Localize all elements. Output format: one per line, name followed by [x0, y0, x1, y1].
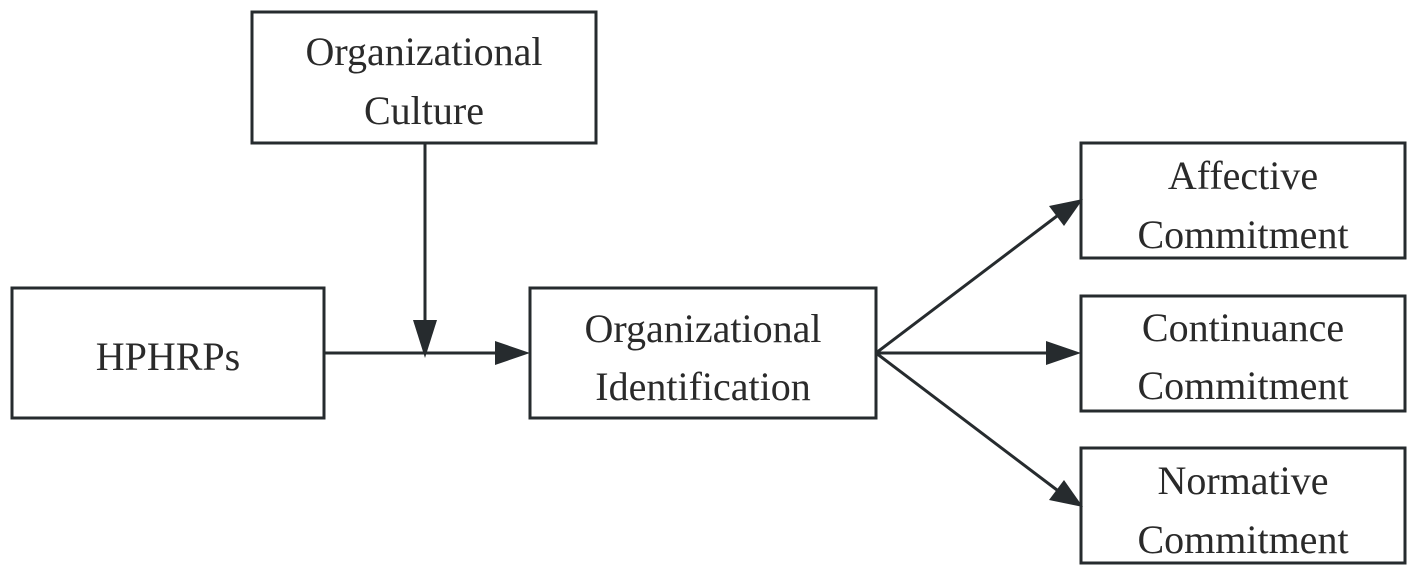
node-normative-commitment: Normative Commitment	[1079, 446, 1407, 565]
node-hphrps-box	[10, 286, 326, 420]
node-continuance-commitment-label-1: Continuance	[1142, 305, 1344, 350]
node-hphrps-label: HPHRPs	[96, 334, 241, 379]
edge-identification-to-continuance	[876, 341, 1081, 365]
edge-identification-to-affective-arrowhead	[1049, 199, 1083, 226]
edge-identification-to-normative-arrowhead	[1049, 480, 1083, 507]
node-continuance-commitment-label-2: Commitment	[1137, 363, 1348, 408]
edge-hphrps-to-identification-arrowhead	[495, 341, 530, 365]
edge-identification-to-affective	[875, 199, 1083, 355]
node-organizational-culture-box	[250, 10, 598, 145]
node-organizational-culture-label-2: Culture	[364, 88, 484, 133]
edge-identification-to-normative-line	[875, 351, 1058, 492]
node-organizational-identification-label-2: Identification	[595, 364, 810, 409]
edge-culture-moderation	[413, 143, 437, 358]
node-organizational-identification-box	[528, 286, 878, 420]
node-affective-commitment-box	[1079, 141, 1407, 260]
node-affective-commitment-label-1: Affective	[1168, 153, 1318, 198]
edge-culture-moderation-arrowhead	[413, 320, 437, 358]
node-organizational-culture-label-1: Organizational	[306, 29, 543, 74]
node-normative-commitment-label-2: Commitment	[1137, 517, 1348, 562]
node-continuance-commitment-box	[1079, 294, 1407, 413]
edge-identification-to-normative	[875, 351, 1083, 507]
edge-hphrps-to-identification	[324, 341, 530, 365]
node-organizational-identification: Organizational Identification	[528, 286, 878, 420]
node-organizational-culture: Organizational Culture	[250, 10, 598, 145]
node-normative-commitment-label-1: Normative	[1157, 458, 1328, 503]
node-organizational-identification-label-1: Organizational	[585, 306, 822, 351]
node-continuance-commitment: Continuance Commitment	[1079, 294, 1407, 413]
edge-identification-to-affective-line	[875, 214, 1058, 355]
edge-identification-to-continuance-arrowhead	[1046, 341, 1081, 365]
node-hphrps: HPHRPs	[10, 286, 326, 420]
node-affective-commitment: Affective Commitment	[1079, 141, 1407, 260]
node-affective-commitment-label-2: Commitment	[1137, 212, 1348, 257]
